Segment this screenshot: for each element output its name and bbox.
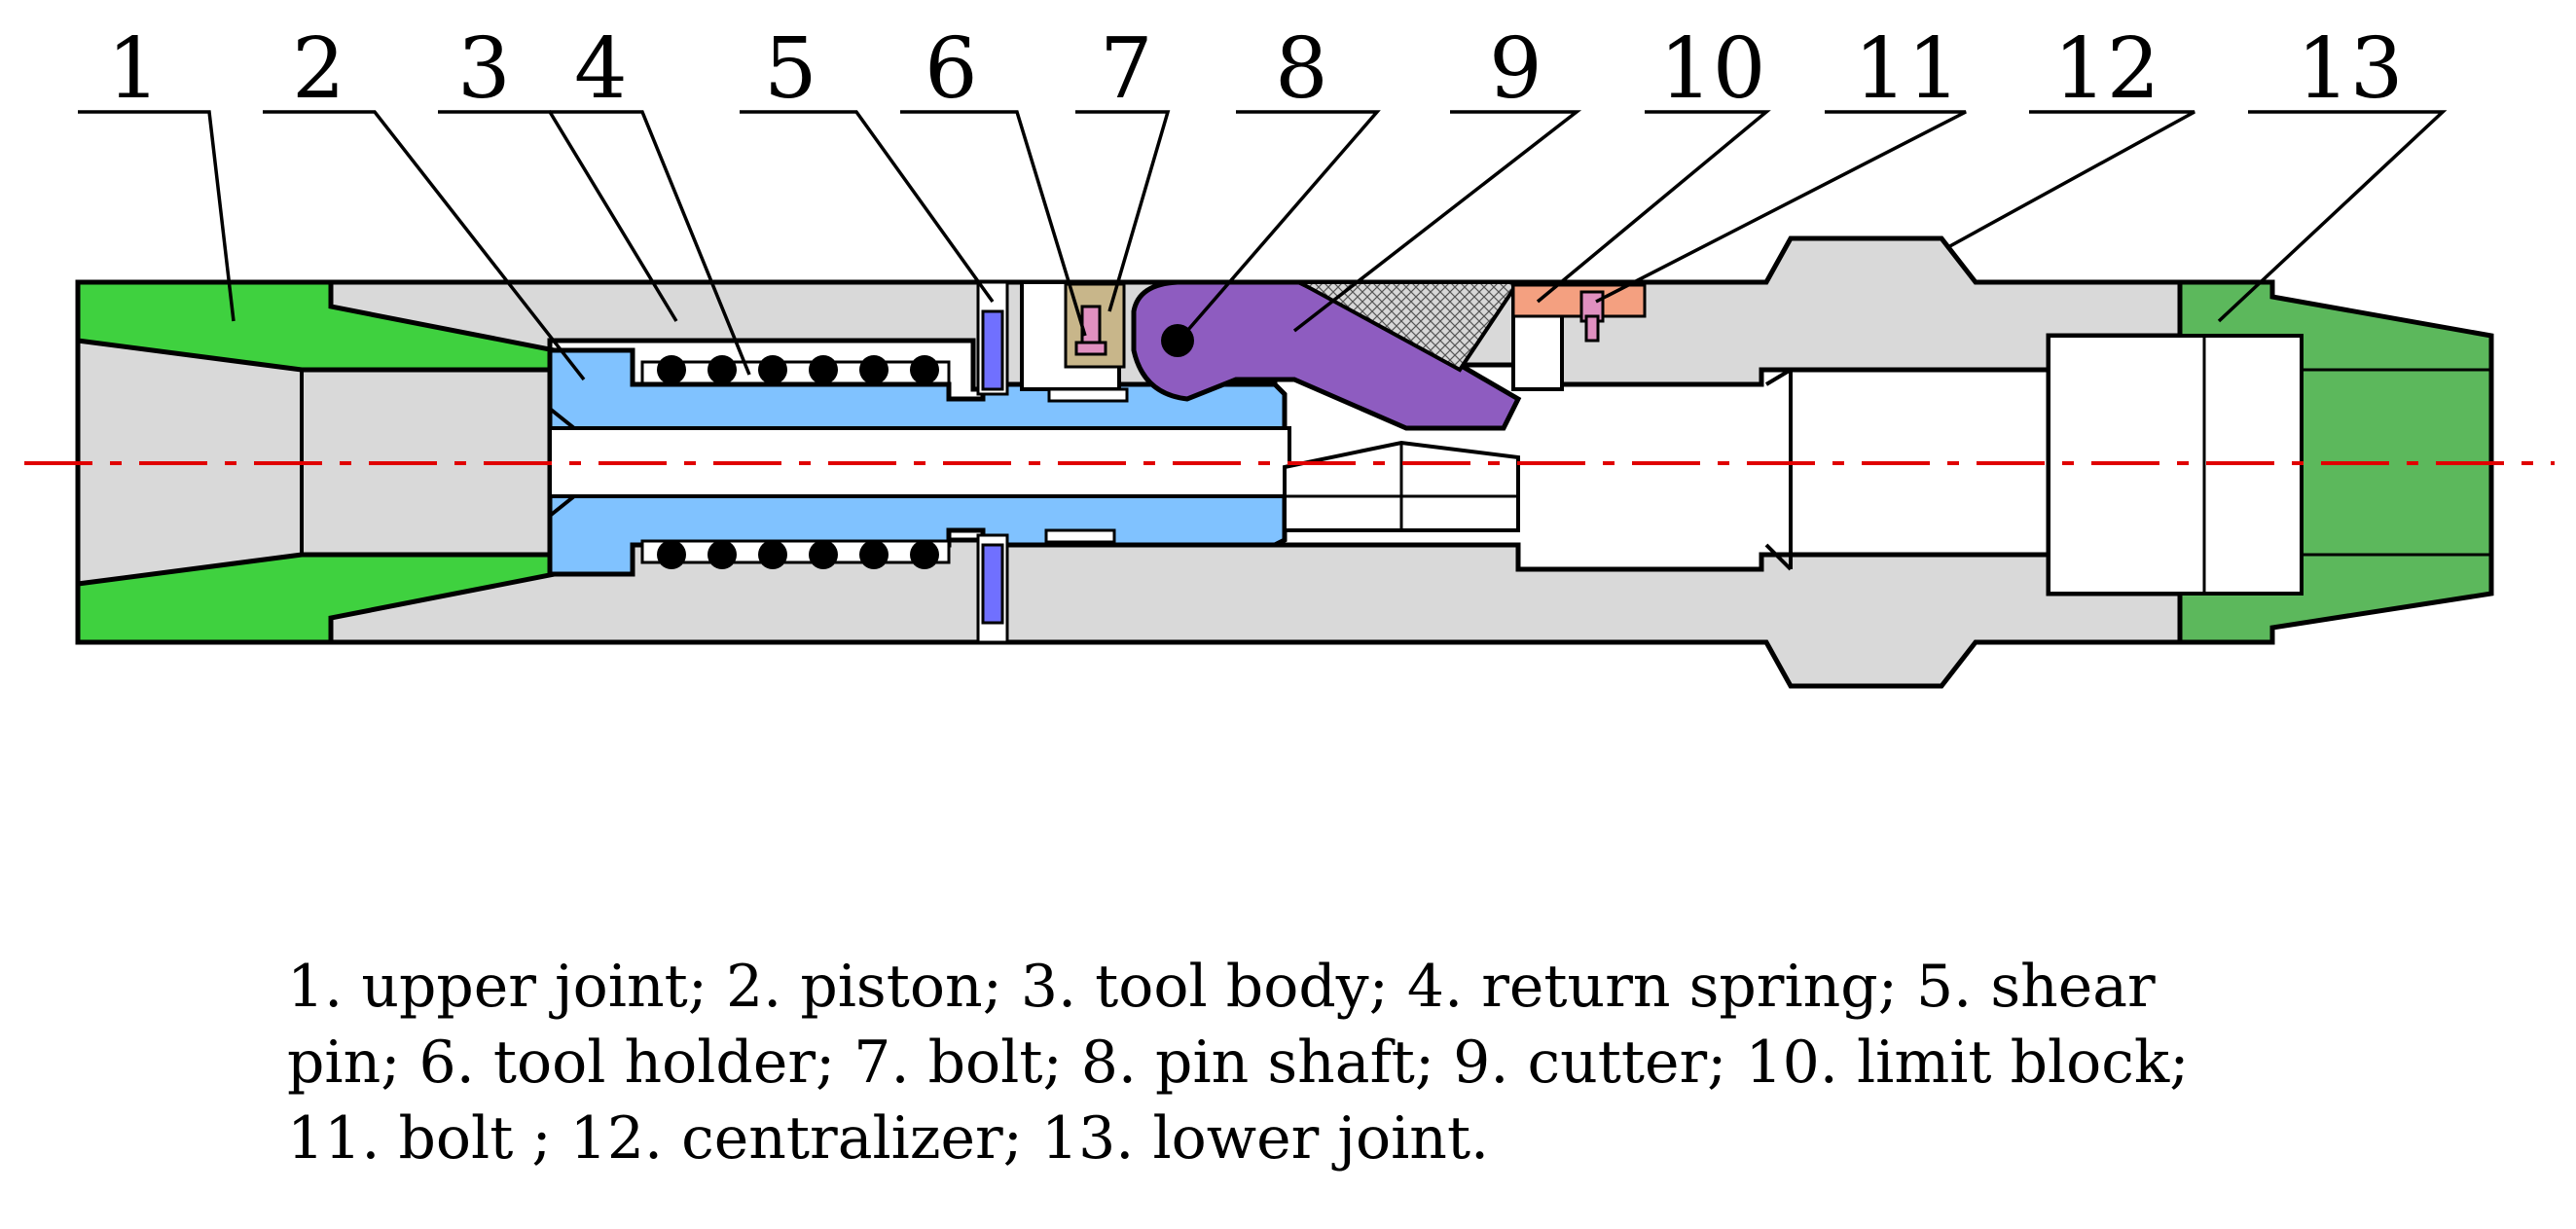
callout-11: 11 [1854,20,1960,118]
callout-1: 1 [107,20,161,118]
callout-4: 4 [574,20,628,118]
tool-holder [1020,280,1129,403]
callout-7: 7 [1100,20,1153,118]
caption-line-2: pin; 6. tool holder; 7. bolt; 8. pin sha… [287,1029,2190,1097]
callout-2: 2 [292,20,345,118]
callout-numbers: 1 2 3 4 5 6 7 8 9 10 11 12 13 [107,20,2403,118]
bolt-7 [1074,305,1107,356]
figure-caption: 1. upper joint; 2. piston; 3. tool body;… [287,949,2331,1176]
callout-8: 8 [1275,20,1328,118]
callout-6: 6 [925,20,978,118]
callout-3: 3 [457,20,511,118]
caption-line-3: 11. bolt ; 12. centralizer; 13. lower jo… [287,1104,1490,1173]
callout-13: 13 [2297,20,2403,118]
cutter [1131,279,1522,431]
callout-9: 9 [1489,20,1542,118]
leader-lines [78,110,2448,381]
pin-shaft [1161,324,1194,357]
callout-12: 12 [2053,20,2159,118]
callout-10: 10 [1659,20,1765,118]
callout-5: 5 [764,20,817,118]
return-spring [640,355,951,569]
caption-line-1: 1. upper joint; 2. piston; 3. tool body;… [287,953,2156,1021]
